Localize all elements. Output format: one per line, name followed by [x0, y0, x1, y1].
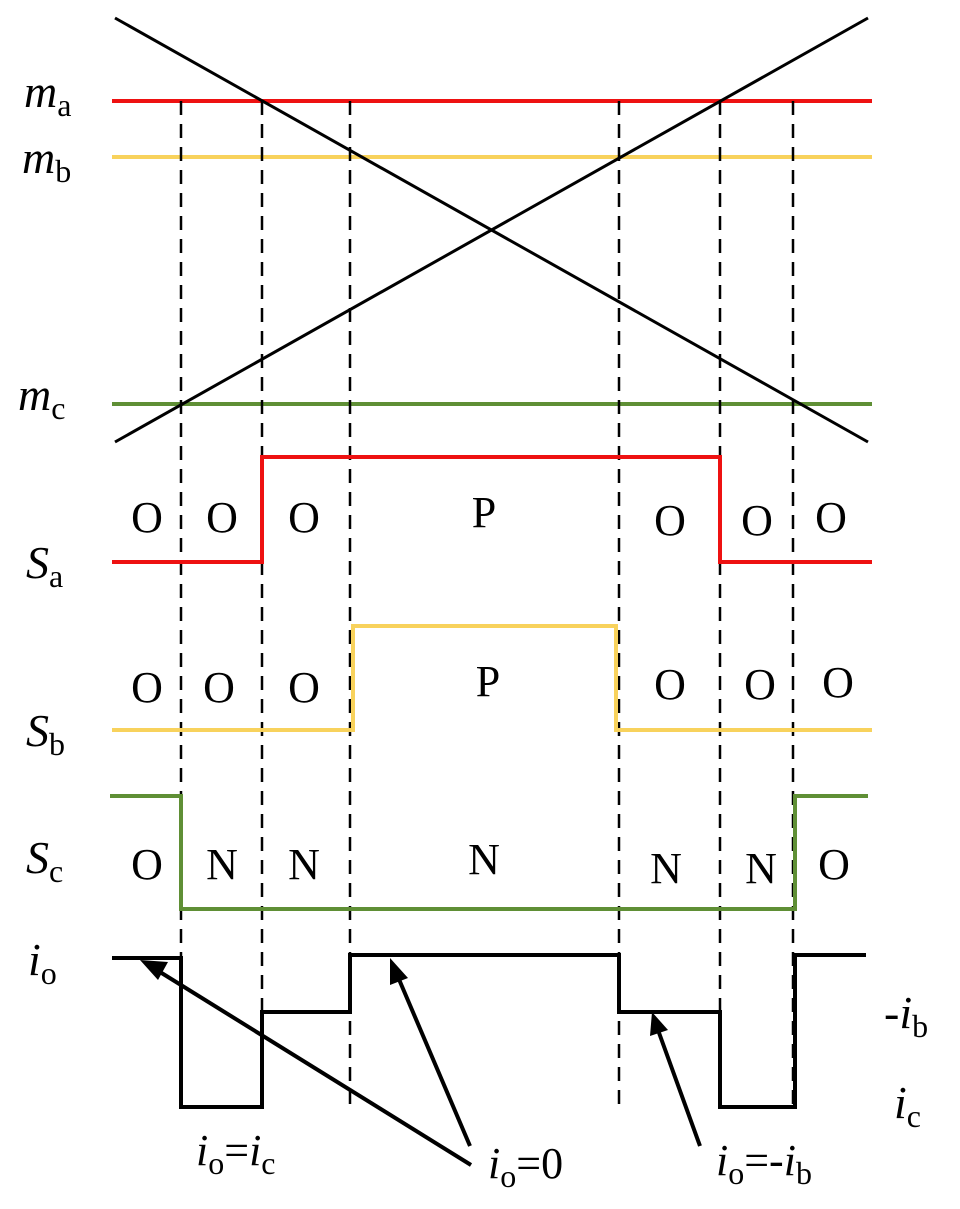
arrow-io-eq-ic: [158, 970, 473, 1167]
state-letter: O: [206, 493, 238, 542]
sa-waveform: [112, 455, 872, 564]
state-letter: O: [654, 660, 686, 709]
switching-guides: [179, 101, 795, 1108]
state-letter: O: [288, 663, 320, 712]
state-letter: O: [744, 660, 776, 709]
state-letter: N: [745, 844, 777, 893]
state-letter: N: [650, 844, 682, 893]
io-label: io: [28, 934, 57, 991]
arrow-head: [140, 960, 168, 980]
state-letter: O: [654, 496, 686, 545]
annotation-arrows: [140, 958, 702, 1167]
neg-ib-label: -ib: [884, 987, 928, 1044]
arrow-io-eq-neg-ib: [656, 1029, 702, 1147]
sb-states: O O O P O O O: [131, 657, 854, 712]
state-letter: P: [472, 488, 496, 537]
annotation-io-eq-neg-ib: io=-ib: [716, 1136, 812, 1191]
state-letter: N: [468, 835, 500, 884]
carrier-rising-line: [114, 16, 869, 444]
state-letter: O: [818, 840, 850, 889]
arrow-io-eq-0: [396, 976, 472, 1147]
sb-label: Sb: [26, 705, 65, 762]
arrow-head: [650, 1012, 668, 1036]
state-letter: O: [131, 663, 163, 712]
sc-label: Sc: [26, 832, 63, 889]
state-letter: N: [206, 840, 238, 889]
state-letter: O: [131, 840, 163, 889]
mb-label: mb: [22, 132, 71, 189]
state-letter: O: [815, 493, 847, 542]
state-letter: P: [476, 657, 500, 706]
mc-label: mc: [18, 369, 65, 426]
arrow-head: [390, 958, 408, 985]
sc-waveform: [110, 794, 868, 911]
ma-label: ma: [24, 66, 71, 123]
sc-states: O N N N N N O: [131, 835, 850, 893]
sa-states: O O O P O O O: [131, 488, 847, 545]
state-letter: O: [741, 496, 773, 545]
ic-label: ic: [894, 1077, 921, 1134]
state-letter: O: [288, 493, 320, 542]
annotation-io-eq-ic: io=ic: [196, 1126, 276, 1181]
io-waveform: [112, 953, 866, 1109]
state-letter: O: [822, 658, 854, 707]
state-letter: O: [203, 663, 235, 712]
state-letter: N: [288, 840, 320, 889]
state-letter: O: [131, 493, 163, 542]
sb-waveform: [112, 624, 872, 732]
sa-label: Sa: [26, 537, 63, 594]
annotation-io-eq-0: io=0: [488, 1139, 563, 1194]
